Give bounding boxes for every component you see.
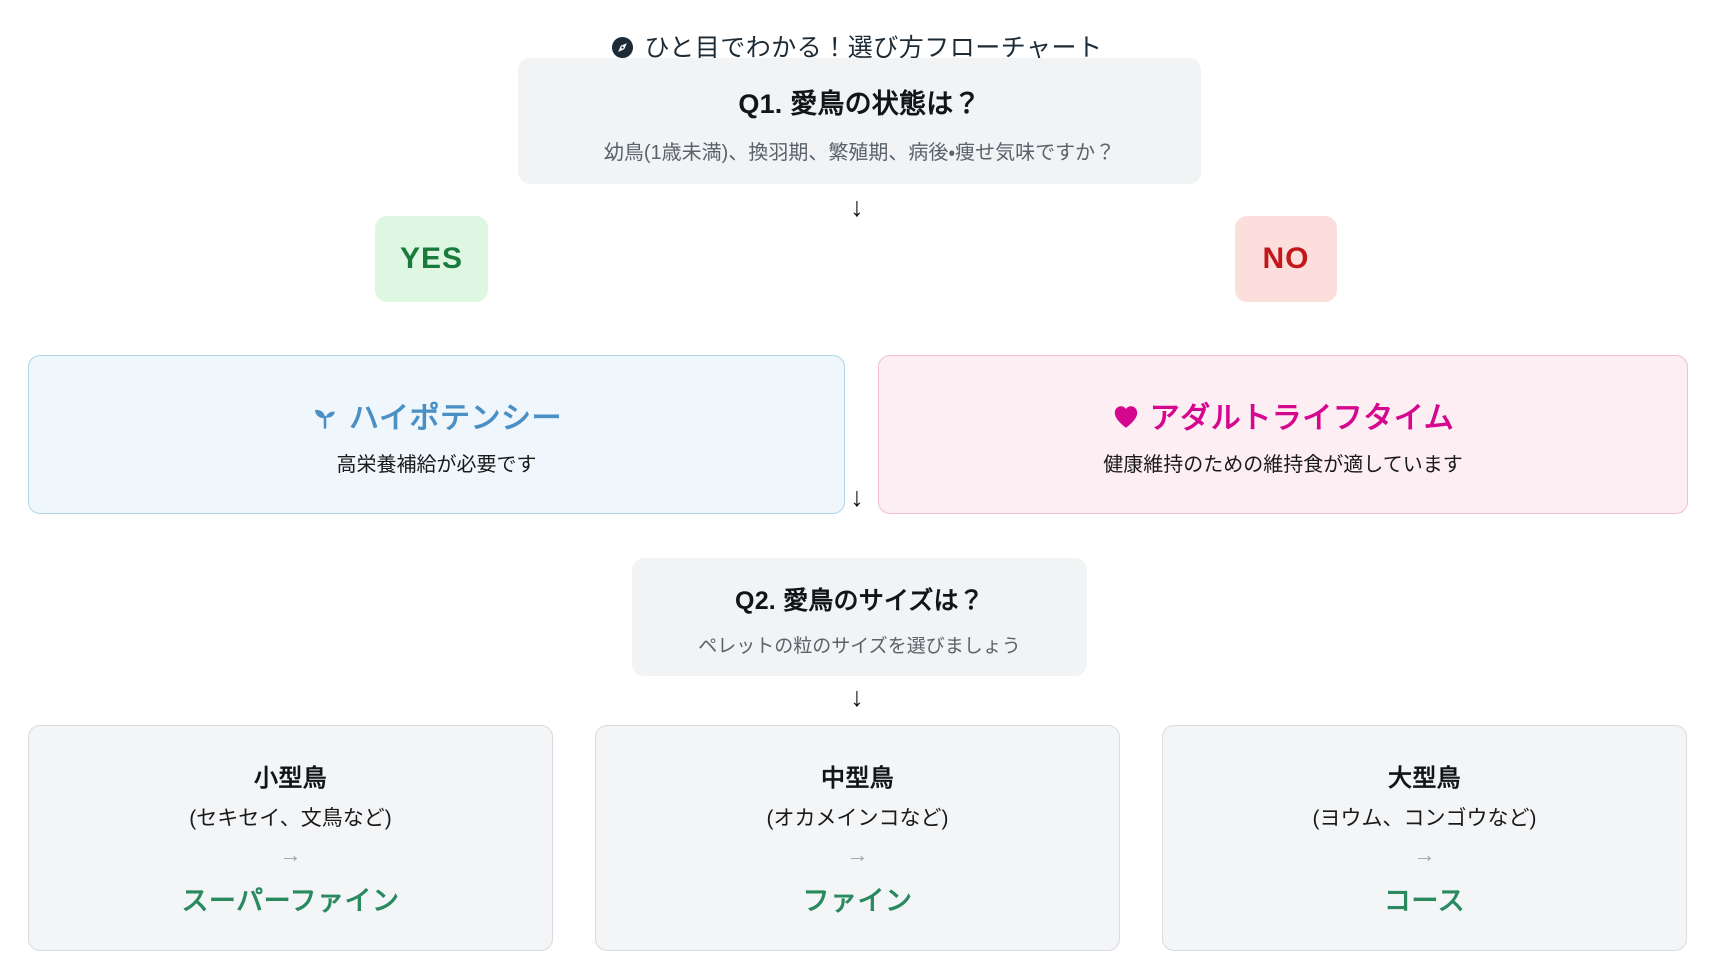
branch-badge-yes: YES: [375, 216, 488, 302]
size-card-small-title: 小型鳥: [254, 765, 327, 792]
sprout-icon: [311, 403, 339, 431]
result-card-adult-lifetime[interactable]: アダルトライフタイム 健康維持のための維持食が適しています: [878, 355, 1688, 514]
size-card-small-product: スーパーファイン: [181, 886, 400, 916]
compass-icon: [611, 36, 634, 59]
result-card-high-potency-description: 高栄養補給が必要です: [336, 453, 537, 476]
page-title: ひと目でわかる！選び方フローチャート: [0, 0, 1714, 70]
result-card-adult-lifetime-description: 健康維持のための維持食が適しています: [1103, 453, 1463, 476]
size-card-large-product: コース: [1383, 886, 1466, 916]
page-title-text: ひと目でわかる！選び方フローチャート: [644, 34, 1103, 62]
size-card-large-examples: (ヨウム、コンゴウなど): [1312, 807, 1537, 830]
q2-detail: ペレットの粒のサイズを選びましょう: [698, 636, 1021, 657]
size-card-medium[interactable]: 中型鳥 (オカメインコなど) → ファイン: [595, 725, 1120, 951]
heart-icon: [1112, 403, 1140, 431]
result-card-adult-lifetime-heading: アダルトライフタイム: [1112, 393, 1454, 437]
size-card-small-examples: (セキセイ、文鳥など): [189, 807, 392, 830]
size-card-medium-product: ファイン: [802, 886, 913, 916]
result-card-adult-lifetime-name: アダルトライフタイム: [1149, 401, 1455, 435]
size-card-medium-title: 中型鳥: [821, 765, 894, 792]
size-card-medium-examples: (オカメインコなど): [766, 807, 949, 830]
size-card-large-title: 大型鳥: [1388, 765, 1461, 792]
q1-detail: 幼鳥(1歳未満)、換羽期、繁殖期、病後・痩せ気味ですか？: [603, 142, 1116, 164]
size-card-small[interactable]: 小型鳥 (セキセイ、文鳥など) → スーパーファイン: [28, 725, 553, 951]
question-box-q1: Q1. 愛鳥の状態は？ 幼鳥(1歳未満)、換羽期、繁殖期、病後・痩せ気味ですか？: [518, 58, 1201, 184]
q2-question: Q2. 愛鳥のサイズは？: [735, 587, 984, 615]
arrow-right-icon-medium: →: [846, 842, 869, 867]
q1-question: Q1. 愛鳥の状態は？: [738, 89, 981, 119]
result-card-high-potency-name: ハイポテンシー: [349, 401, 562, 435]
arrow-down-icon-q2: ↓: [850, 682, 864, 712]
arrow-down-icon-q1: ↓: [850, 192, 864, 222]
arrow-right-icon-small: →: [279, 842, 302, 867]
size-card-large[interactable]: 大型鳥 (ヨウム、コンゴウなど) → コース: [1162, 725, 1687, 951]
arrow-right-icon-large: →: [1413, 842, 1436, 867]
question-box-q2: Q2. 愛鳥のサイズは？ ペレットの粒のサイズを選びましょう: [632, 558, 1087, 676]
branch-badge-no: NO: [1235, 216, 1337, 302]
result-card-high-potency[interactable]: ハイポテンシー 高栄養補給が必要です: [28, 355, 845, 514]
result-card-high-potency-heading: ハイポテンシー: [311, 393, 562, 437]
arrow-down-icon-branch: ↓: [850, 482, 864, 512]
